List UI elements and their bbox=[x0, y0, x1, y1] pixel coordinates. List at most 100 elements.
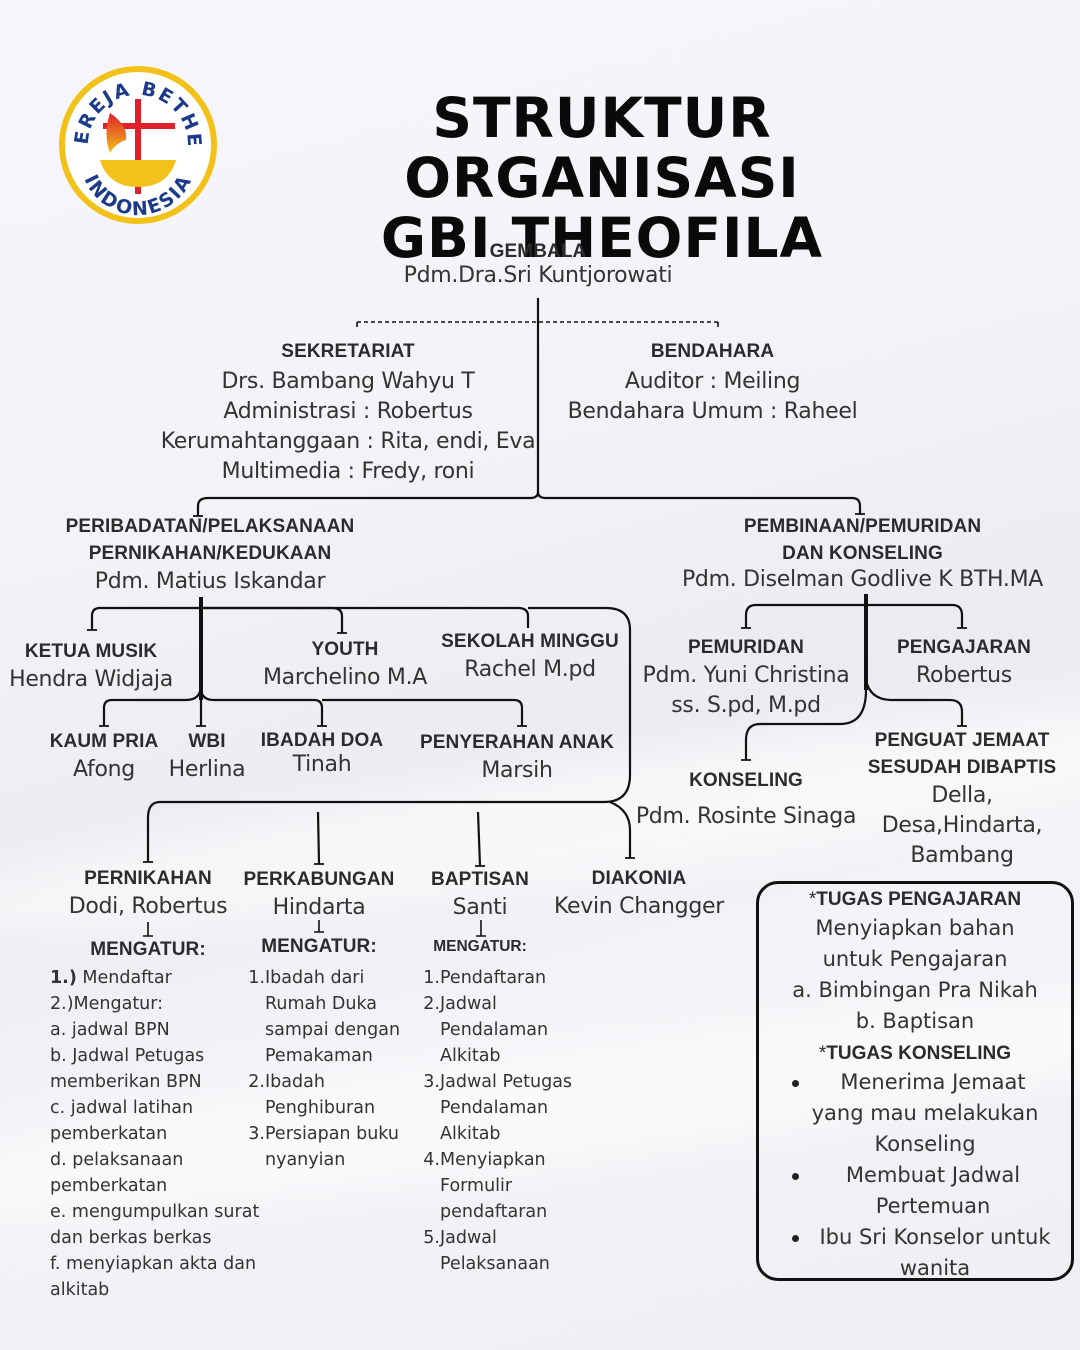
task-item: Alkitab bbox=[440, 1124, 501, 1144]
connector-kaum-pria bbox=[102, 684, 203, 726]
connector-penyerahan-anak bbox=[322, 698, 524, 726]
role-label: PERIBADATAN/PELAKSANAAN bbox=[65, 516, 355, 537]
mengatur-label-baptisan: MENGATUR: bbox=[433, 938, 527, 955]
bullet-icon bbox=[792, 1173, 799, 1180]
connector-konseling bbox=[744, 689, 868, 760]
tugas-line: Menyiapkan bahan bbox=[815, 916, 1015, 940]
node-penyerahan-anak: PENYERAHAN ANAK Marsih bbox=[412, 729, 622, 786]
node-pernikahan: PERNIKAHAN Dodi, Robertus bbox=[58, 865, 238, 922]
staff-line: Administrasi : Robertus bbox=[223, 399, 473, 424]
connector-ketua-musik bbox=[90, 606, 201, 630]
task-item: 5.Jadwal bbox=[423, 1228, 497, 1248]
task-item: Formulir bbox=[440, 1176, 513, 1196]
tugas-line: a. Bimbingan Pra Nikah bbox=[792, 978, 1038, 1002]
task-item: 1.Ibadah dari bbox=[248, 968, 365, 988]
connector-sekolah-minggu bbox=[201, 606, 530, 628]
task-item: e. mengumpulkan surat bbox=[50, 1202, 260, 1222]
perkabungan-task-list: 1.Ibadah dari Rumah Duka sampai dengan P… bbox=[246, 965, 400, 1173]
task-item: 2.Ibadah bbox=[248, 1072, 325, 1092]
node-sekretariat: SEKRETARIAT Drs. Bambang Wahyu T Adminis… bbox=[148, 338, 548, 487]
task-item: 2.Jadwal bbox=[423, 994, 497, 1014]
connector-pengajaran bbox=[866, 603, 964, 628]
role-label: WBI bbox=[188, 731, 226, 752]
staff-line: Drs. Bambang Wahyu T bbox=[221, 369, 475, 394]
bullet-icon bbox=[792, 1235, 799, 1242]
page-title: STRUKTUR ORGANISASI GBI THEOFILA bbox=[232, 88, 972, 268]
role-label: KONSELING bbox=[689, 770, 803, 791]
person-name: Kevin Changger bbox=[554, 894, 724, 919]
role-label: PERNIKAHAN bbox=[84, 868, 212, 889]
node-gembala: GEMBALA Pdm.Dra.Sri Kuntjorowati bbox=[338, 238, 738, 291]
task-item: 4.Menyiapkan bbox=[423, 1150, 546, 1170]
bullet-icon bbox=[792, 1080, 799, 1087]
role-label: KAUM PRIA bbox=[49, 731, 159, 752]
title-line-1: STRUKTUR ORGANISASI bbox=[404, 86, 800, 210]
person-name: Hendra Widjaja bbox=[9, 667, 173, 692]
bowl-icon bbox=[100, 160, 176, 187]
cross-icon bbox=[135, 99, 141, 194]
person-name: Rachel M.pd bbox=[464, 657, 596, 682]
person-name: Pdm.Dra.Sri Kuntjorowati bbox=[403, 263, 673, 288]
tugas-info-box: *TUGAS PENGAJARAN Menyiapkan bahan untuk… bbox=[756, 881, 1074, 1281]
node-ketua-musik: KETUA MUSIK Hendra Widjaja bbox=[0, 638, 182, 695]
role-label: PEMURIDAN bbox=[688, 637, 804, 658]
connector-to-pembinaan bbox=[536, 491, 862, 514]
connector-big-loop bbox=[146, 606, 632, 862]
task-item: dan berkas berkas bbox=[50, 1228, 212, 1248]
task-item: Pemakaman bbox=[265, 1046, 373, 1066]
person-name: Dodi, Robertus bbox=[68, 894, 228, 919]
task-item: d. pelaksanaan bbox=[50, 1150, 184, 1170]
tugas-pengajaran-section: *TUGAS PENGAJARAN Menyiapkan bahan untuk… bbox=[759, 887, 1071, 1037]
person-name: Pdm. Yuni Christina bbox=[642, 663, 850, 688]
role-label: PEMBINAAN/PEMURIDAN bbox=[743, 516, 982, 537]
node-baptisan: BAPTISAN Santi bbox=[410, 866, 550, 923]
role-label: PENYERAHAN ANAK bbox=[420, 732, 614, 753]
node-konseling: KONSELING Pdm. Rosinte Sinaga bbox=[630, 767, 862, 832]
task-item: sampai dengan bbox=[265, 1020, 401, 1040]
staff-line: Multimedia : Fredy, roni bbox=[221, 459, 475, 484]
mengatur-label-pernikahan: MENGATUR: bbox=[90, 939, 206, 960]
node-diakonia: DIAKONIA Kevin Changger bbox=[546, 865, 732, 922]
task-item: Pendalaman bbox=[440, 1098, 549, 1118]
node-wbi: WBI Herlina bbox=[162, 728, 252, 785]
person-name: Santi bbox=[452, 895, 508, 920]
role-label: KETUA MUSIK bbox=[24, 641, 158, 662]
task-item: Rumah Duka bbox=[265, 994, 378, 1014]
connector-ibadah-doa bbox=[199, 687, 324, 726]
person-name: Desa,Hindarta, bbox=[881, 813, 1043, 838]
task-item: pemberkatan bbox=[50, 1176, 168, 1196]
person-name: Bambang bbox=[910, 843, 1014, 868]
node-bendahara: BENDAHARA Auditor : Meiling Bendahara Um… bbox=[550, 338, 875, 427]
task-item: Pelaksanaan bbox=[440, 1254, 550, 1274]
person-name: Tinah bbox=[292, 752, 352, 777]
staff-line: Auditor : Meiling bbox=[624, 369, 801, 394]
task-item: Penghiburan bbox=[265, 1098, 376, 1118]
task-item: 3.Jadwal Petugas bbox=[423, 1072, 573, 1092]
baptisan-task-list: 1.Pendaftaran 2.Jadwal Pendalaman Alkita… bbox=[418, 965, 572, 1277]
section-heading: *TUGAS KONSELING bbox=[818, 1043, 1012, 1064]
role-label: IBADAH DOA bbox=[260, 730, 384, 751]
task-item: 1.) Mendaftar bbox=[50, 968, 172, 988]
role-label: YOUTH bbox=[311, 639, 379, 660]
role-label: DIAKONIA bbox=[591, 868, 687, 889]
bullet-item: Menerima Jemaat yang mau melakukan Konse… bbox=[759, 1067, 1071, 1160]
node-pembinaan: PEMBINAAN/PEMURIDAN DAN KONSELING Pdm. D… bbox=[665, 513, 1060, 595]
task-item: pendaftaran bbox=[440, 1202, 548, 1222]
gbi-logo: GEREJA BETHEL INDONESIA bbox=[49, 48, 218, 225]
node-pengajaran: PENGAJARAN Robertus bbox=[884, 634, 1044, 691]
flame-icon bbox=[106, 113, 127, 153]
task-item: 3.Persiapan buku bbox=[248, 1124, 399, 1144]
role-label: PENGAJARAN bbox=[896, 637, 1032, 658]
person-name: Herlina bbox=[168, 757, 246, 782]
task-item: memberikan BPN bbox=[50, 1072, 202, 1092]
person-name: Marchelino M.A bbox=[262, 665, 428, 690]
node-sekolah-minggu: SEKOLAH MINGGU Rachel M.pd bbox=[434, 628, 626, 685]
task-item: nyanyian bbox=[265, 1150, 346, 1170]
connector-perkabungan bbox=[316, 811, 321, 865]
task-item: 2.)Mengatur: bbox=[50, 994, 164, 1014]
staff-line: Bendahara Umum : Raheel bbox=[567, 399, 858, 424]
task-item: b. Jadwal Petugas bbox=[50, 1046, 205, 1066]
role-label: SESUDAH DIBAPTIS bbox=[867, 757, 1057, 778]
person-name: Pdm. Matius Iskandar bbox=[94, 569, 326, 594]
